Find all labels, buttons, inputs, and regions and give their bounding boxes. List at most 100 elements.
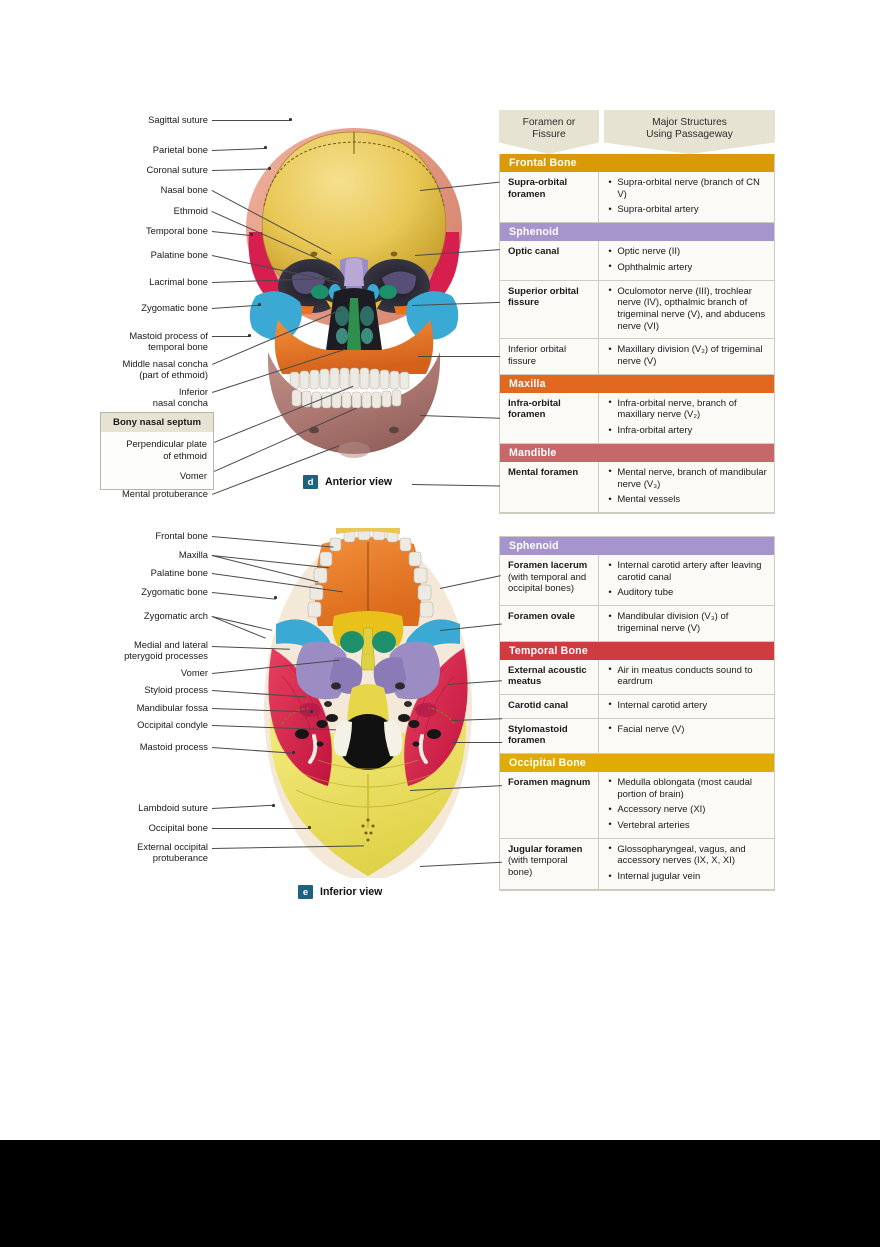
- table-row: Jugular foramen (with temporal bone) Glo…: [500, 838, 774, 890]
- section-header-sphenoid: Sphenoid: [500, 223, 774, 242]
- row-structures: Mandibular division (V₃) of trigeminal n…: [599, 606, 774, 640]
- table-header-col1: Foramen or Fissure: [499, 110, 599, 154]
- table-row: Inferior orbital fissure Maxillary divis…: [500, 339, 774, 375]
- row-name: Stylomastoid foramen: [500, 718, 600, 753]
- row-name: Carotid canal: [500, 694, 600, 718]
- leader-dot: [274, 596, 277, 599]
- anterior-view-caption-text: Anterior view: [325, 476, 393, 488]
- table-body: Sphenoid Foramen lacerum (with temporal …: [499, 536, 775, 891]
- row-structures: Oculomotor nerve (III), trochlear nerve …: [599, 281, 774, 339]
- table-row: Mental foramen Mental nerve, branch of m…: [500, 461, 774, 513]
- leader-dot: [310, 710, 313, 713]
- row-name: Jugular foramen (with temporal bone): [500, 838, 600, 889]
- label-maxilla: Maxilla: [178, 549, 208, 560]
- structure-item: Infra-orbital artery: [608, 425, 768, 437]
- label-pterygoid-processes: pterygoid processes: [124, 650, 208, 661]
- anterior-skull-illustration: [222, 120, 487, 470]
- row-name: Superior orbital fissure: [500, 280, 600, 339]
- row-name: Foramen lacerum (with temporal and occip…: [500, 555, 600, 606]
- row-name: Infra-orbital foramen: [500, 392, 600, 443]
- structure-item: Maxillary division (V₂) of trigeminal ne…: [608, 344, 768, 367]
- septum-item-perpendicular-plate: Perpendicular plate: [126, 438, 207, 449]
- label-sagittal-suture: Sagittal suture: [148, 114, 208, 125]
- row-name: Foramen magnum: [500, 771, 600, 838]
- table-row: Optic canal Optic nerve (II) Ophthalmic …: [500, 241, 774, 281]
- leader-line: [411, 484, 500, 487]
- table-row: Stylomastoid foramen Facial nerve (V): [500, 718, 774, 754]
- section-header-sphenoid-inferior: Sphenoid: [500, 537, 774, 555]
- inferior-view-badge: e: [298, 885, 313, 899]
- label-occipital-bone: Occipital bone: [148, 822, 208, 833]
- leader-dot: [292, 751, 295, 754]
- structure-item: Internal carotid artery after leaving ca…: [608, 559, 768, 583]
- label-mastoid-process: Mastoid process: [139, 741, 208, 752]
- structure-item: Medulla oblongata (most caudal portion o…: [608, 776, 768, 800]
- structure-item: Vertebral arteries: [608, 819, 768, 832]
- structure-item: Oculomotor nerve (III), trochlear nerve …: [608, 285, 768, 333]
- structure-item: Ophthalmic artery: [608, 261, 768, 274]
- structure-item: Auditory tube: [608, 587, 768, 599]
- structure-item: Facial nerve (V): [608, 723, 768, 736]
- leader-dot: [272, 804, 275, 807]
- structure-item: Optic nerve (II): [608, 246, 768, 258]
- section-header-temporal-bone: Temporal Bone: [500, 641, 774, 660]
- label-mastoid-process-of: Mastoid process of: [129, 330, 208, 341]
- header-col2-line1: Major Structures: [652, 117, 727, 128]
- label-zygomatic-bone-inferior: Zygomatic bone: [141, 586, 208, 597]
- row-name-main: Foramen lacerum: [508, 560, 588, 571]
- table-row: External acoustic meatus Air in meatus c…: [500, 659, 774, 695]
- anterior-view-badge: d: [303, 475, 318, 489]
- leader-line: [452, 742, 502, 743]
- structure-item: Glossopharyngeal, vagus, and accessory n…: [608, 843, 768, 867]
- table-header-row: Foramen or Fissure Major Structures Usin…: [499, 110, 775, 154]
- septum-item-vomer: Vomer: [179, 470, 207, 482]
- inferior-skull-illustration: [248, 528, 488, 878]
- structure-item: Accessory nerve (XI): [608, 804, 768, 816]
- label-inferior: Inferior: [178, 386, 208, 397]
- label-zygomatic-bone: Zygomatic bone: [141, 302, 208, 313]
- label-palatine-bone-inferior: Palatine bone: [150, 567, 208, 578]
- table-body: Frontal Bone Supra-orbital foramen Supra…: [499, 154, 775, 514]
- leader-line: [418, 356, 500, 357]
- label-part-of-ethmoid: (part of ethmoid): [139, 369, 208, 380]
- label-lacrimal-bone: Lacrimal bone: [149, 276, 208, 287]
- label-mental-protuberance: Mental protuberance: [122, 488, 208, 499]
- row-name: Optic canal: [500, 241, 600, 280]
- header-col1-line1: Foramen or: [522, 117, 576, 128]
- row-structures: Supra-orbital nerve (branch of CN V) Sup…: [599, 172, 774, 222]
- label-nasal-bone: Nasal bone: [160, 184, 208, 195]
- row-structures: Medulla oblongata (most caudal portion o…: [599, 772, 774, 838]
- row-structures: Air in meatus conducts sound to eardrum: [599, 660, 774, 694]
- label-parietal-bone: Parietal bone: [152, 144, 208, 155]
- table-row: Foramen lacerum (with temporal and occip…: [500, 555, 774, 607]
- header-col2-line2: Using Passageway: [646, 129, 733, 141]
- label-external-occipital: External occipital: [137, 841, 208, 852]
- row-structures: Internal carotid artery: [599, 695, 774, 718]
- label-middle-nasal-concha: Middle nasal concha: [122, 358, 208, 369]
- row-name: External acoustic meatus: [500, 659, 600, 694]
- table-row: Foramen magnum Medulla oblongata (most c…: [500, 771, 774, 839]
- label-styloid-process: Styloid process: [144, 684, 208, 695]
- label-nasal-concha: nasal concha: [152, 397, 208, 408]
- label-zygomatic-arch: Zygomatic arch: [143, 610, 208, 621]
- row-structures: Internal carotid artery after leaving ca…: [599, 555, 774, 605]
- table-header-col2: Major Structures Using Passageway: [604, 110, 775, 154]
- label-protuberance: protuberance: [152, 852, 208, 863]
- septum-box-title: Bony nasal septum: [101, 413, 213, 432]
- header-col1-line2: Fissure: [532, 129, 566, 141]
- leader-dot: [289, 118, 292, 121]
- section-header-occipital-bone: Occipital Bone: [500, 753, 774, 772]
- row-structures: Maxillary division (V₂) of trigeminal ne…: [599, 339, 774, 373]
- label-mandibular-fossa: Mandibular fossa: [136, 702, 208, 713]
- row-name-sub: (with temporal bone): [508, 855, 568, 878]
- leader-dot: [248, 334, 251, 337]
- inferior-view-caption: e Inferior view: [298, 885, 382, 899]
- label-occipital-condyle: Occipital condyle: [137, 719, 208, 730]
- row-structures: Glossopharyngeal, vagus, and accessory n…: [599, 839, 774, 889]
- row-name-main: Jugular foramen: [508, 843, 583, 855]
- leader-line: [212, 827, 310, 829]
- structure-item: Mental nerve, branch of mandibular nerve…: [608, 466, 768, 490]
- label-mastoid-temporal-bone: temporal bone: [148, 341, 208, 352]
- foramina-table-anterior: Foramen or Fissure Major Structures Usin…: [499, 110, 775, 514]
- section-header-frontal-bone: Frontal Bone: [500, 154, 774, 172]
